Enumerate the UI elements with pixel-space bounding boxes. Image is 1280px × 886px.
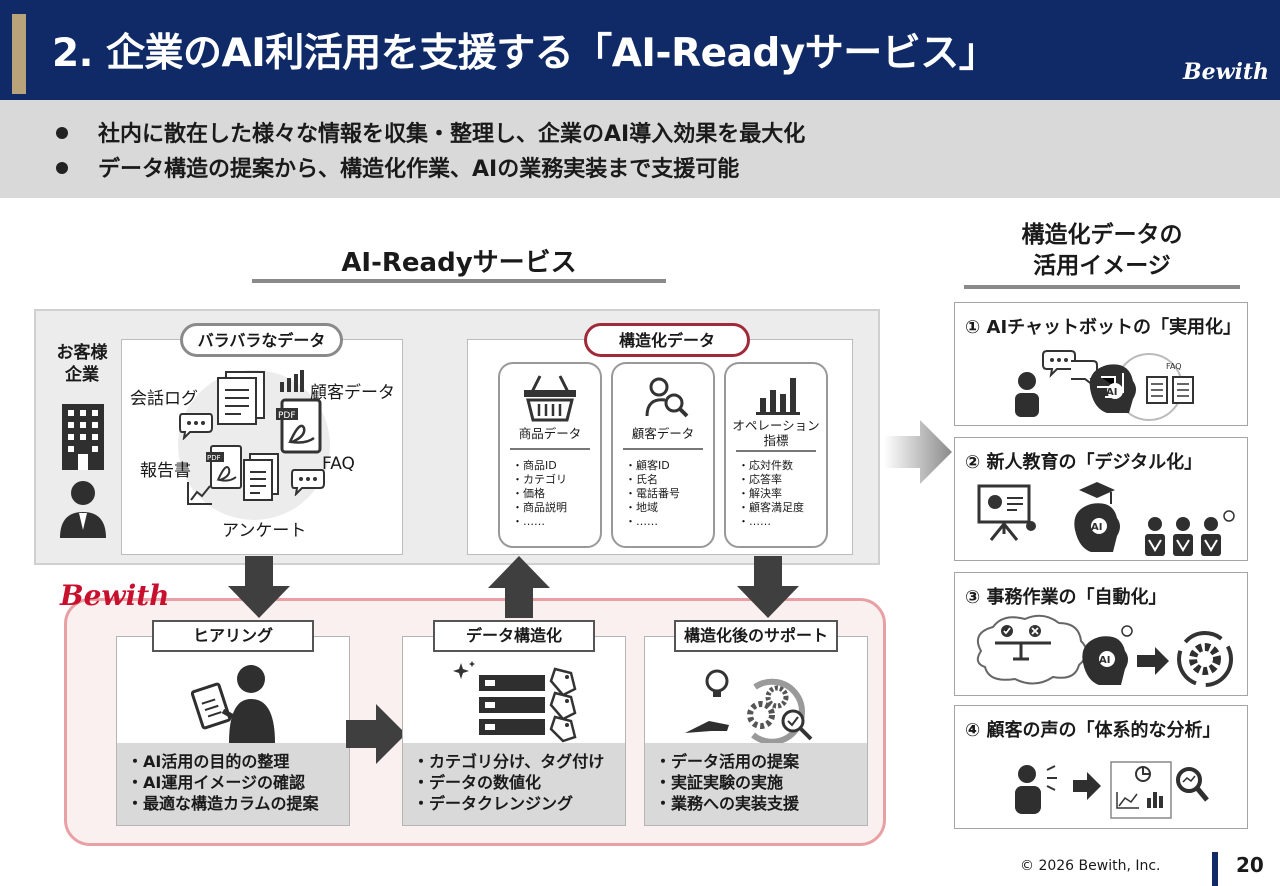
section-title: AI-Readyサービス — [341, 248, 577, 278]
customer-fields: 顧客ID氏名電話番号地域…… — [625, 459, 680, 529]
structured-column-product: 商品データ 商品IDカテゴリ価格商品説明…… — [498, 362, 602, 548]
service-card-support: データ活用の提案実証実験の実施業務への実装支援 — [644, 636, 868, 826]
header-accent-bar — [12, 14, 26, 94]
use-case-label: ③ 事務作業の「自動化」 — [965, 587, 1167, 608]
use-case-training: ② 新人教育の「デジタル化」 AI — [954, 437, 1248, 561]
bewith-logo: Bewith — [60, 579, 170, 612]
svg-text:AI: AI — [1099, 655, 1110, 666]
page-title: 2. 企業のAI利活用を支援する「AI-Readyサービス」 — [52, 31, 998, 76]
summary-bullet: データ構造の提案から、構造化作業、AIの業務実装まで支援可能 — [56, 151, 739, 183]
use-case-title: 構造化データの 活用イメージ — [1021, 222, 1183, 279]
line-chart-icon — [187, 482, 212, 505]
data-item-label: アンケート — [222, 521, 307, 541]
building-icon — [62, 404, 104, 470]
service-structuring-items: カテゴリ分け、タグ付けデータの数値化データクレンジング — [403, 743, 625, 825]
service-hearing-items: AI活用の目的の整理AI運用イメージの確認最適な構造カラムの提案 — [117, 743, 349, 825]
service-card-structuring: カテゴリ分け、タグ付けデータの数値化データクレンジング — [402, 636, 626, 826]
header-bar — [0, 0, 1280, 100]
chat-bubble-icon — [179, 413, 213, 440]
header-logo: Bewith — [1183, 59, 1270, 85]
copyright: © 2026 Bewith, Inc. — [1020, 858, 1161, 874]
arrow-down-icon — [737, 556, 799, 618]
use-case-title-underline — [964, 285, 1240, 289]
bullet-dot-icon — [56, 162, 68, 174]
use-case-label: ① AIチャットボットの「実用化」 — [965, 317, 1241, 338]
person-icon — [60, 481, 106, 538]
arrow-right-icon — [346, 704, 406, 764]
bullet-dot-icon — [56, 127, 68, 139]
svg-text:PDF: PDF — [207, 454, 221, 462]
use-case-label: ④ 顧客の声の「体系的な分析」 — [965, 720, 1221, 741]
footer-accent-bar — [1212, 852, 1218, 886]
arrow-right-icon — [884, 420, 952, 484]
use-case-chatbot: ① AIチャットボットの「実用化」 AI FAQ — [954, 302, 1248, 426]
document-icon — [243, 453, 279, 501]
use-case-label: ② 新人教育の「デジタル化」 — [965, 452, 1203, 473]
operation-fields: 応対件数応答率解決率顧客満足度…… — [738, 459, 804, 529]
data-item-label: 顧客データ — [310, 383, 395, 403]
server-tags-icon — [453, 661, 577, 743]
structured-column-customer: 顧客データ 顧客ID氏名電話番号地域…… — [611, 362, 715, 548]
svg-text:AI: AI — [1091, 522, 1102, 533]
pdf-icon: PDF — [206, 445, 242, 489]
arrow-up-icon — [488, 556, 550, 618]
ai-training-icon: AI — [977, 482, 1235, 556]
pdf-icon: PDF — [276, 398, 322, 454]
document-icon — [217, 371, 265, 425]
data-item-label: 会話ログ — [130, 389, 198, 409]
customer-label: お客様 企業 — [56, 343, 108, 385]
bar-chart-icon — [280, 370, 304, 392]
svg-text:AI: AI — [1106, 387, 1117, 398]
service-label-support: 構造化後のサポート — [674, 620, 838, 652]
ai-automation-icon: AI — [976, 614, 1233, 687]
scattered-data-label: バラバラなデータ — [180, 323, 343, 357]
basket-icon — [524, 375, 576, 422]
use-case-automation: ③ 事務作業の「自動化」 AI — [954, 572, 1248, 696]
summary-bullet: 社内に散在した様々な情報を収集・整理し、企業のAI導入効果を最大化 — [56, 116, 805, 148]
service-card-hearing: AI活用の目的の整理AI運用イメージの確認最適な構造カラムの提案 — [116, 636, 350, 826]
service-label-structuring: データ構造化 — [433, 620, 595, 652]
person-search-icon — [645, 377, 689, 418]
clipboard-person-icon — [191, 665, 275, 743]
data-item-label: 報告書 — [140, 461, 191, 481]
arrow-down-icon — [228, 556, 290, 618]
structured-column-operation: オペレーション 指標 応対件数応答率解決率顧客満足度…… — [724, 362, 828, 548]
svg-text:FAQ: FAQ — [1166, 362, 1182, 371]
data-item-label: FAQ — [322, 454, 355, 474]
bar-chart-icon — [756, 378, 800, 415]
ai-chatbot-icon: AI FAQ — [1015, 350, 1194, 421]
gear-support-icon — [685, 669, 813, 745]
svg-text:PDF: PDF — [278, 411, 296, 421]
structured-data-label: 構造化データ — [584, 323, 750, 357]
service-support-items: データ活用の提案実証実験の実施業務への実装支援 — [645, 743, 867, 825]
voice-analysis-icon — [1015, 761, 1209, 819]
page-number: 20 — [1236, 853, 1264, 877]
chat-bubble-icon — [291, 469, 325, 496]
summary-bullets: 社内に散在した様々な情報を収集・整理し、企業のAI導入効果を最大化 データ構造の… — [0, 100, 1280, 198]
section-title-underline — [252, 279, 666, 283]
service-label-hearing: ヒアリング — [152, 620, 314, 652]
product-fields: 商品IDカテゴリ価格商品説明…… — [512, 459, 567, 529]
use-case-voice-analysis: ④ 顧客の声の「体系的な分析」 — [954, 705, 1248, 829]
